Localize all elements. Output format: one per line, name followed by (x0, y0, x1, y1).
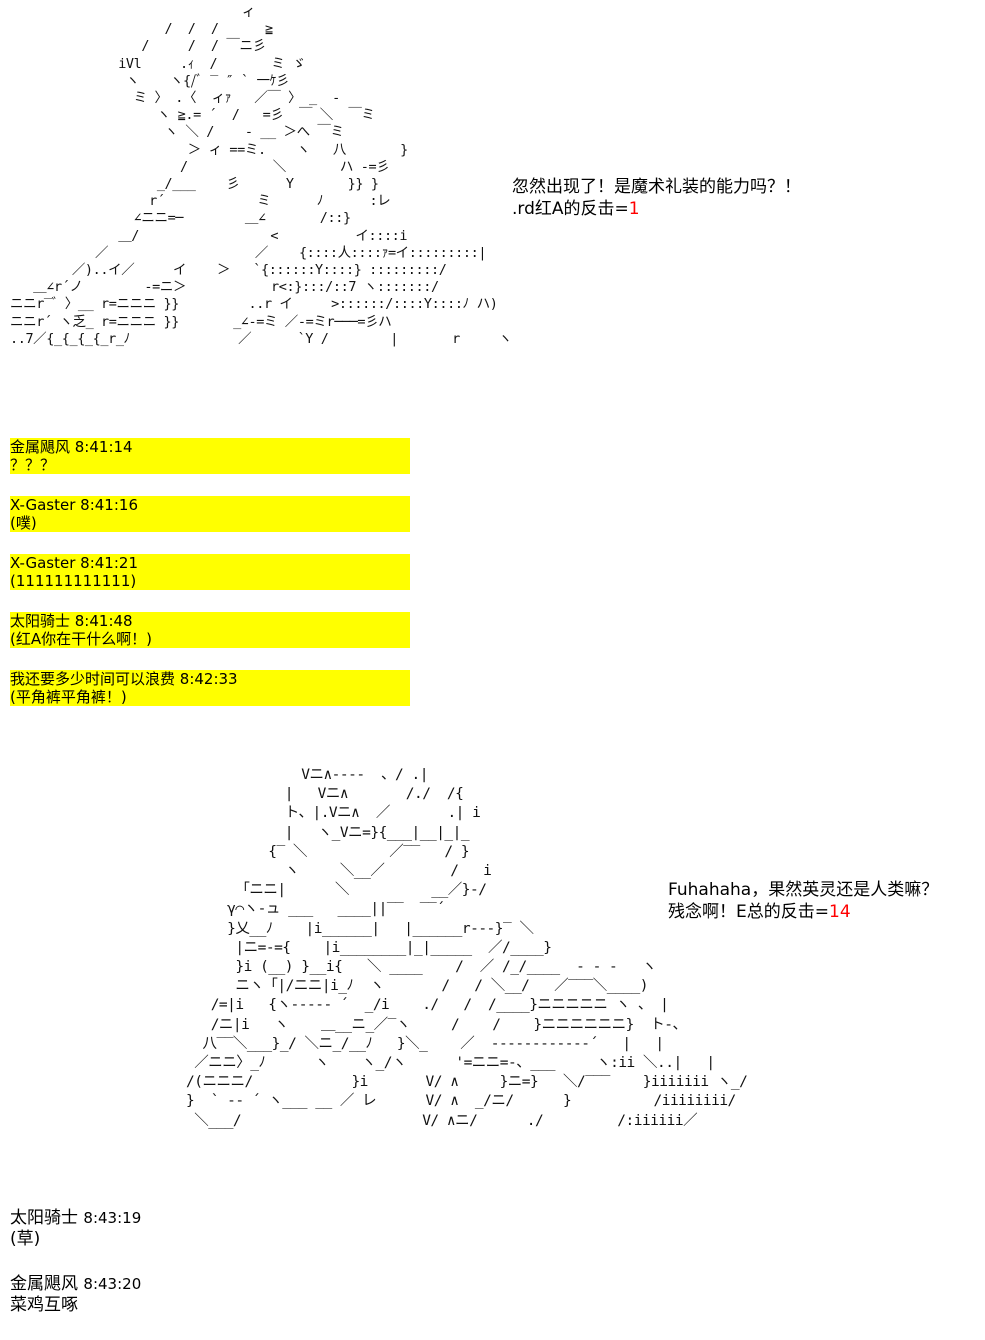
chat-log-plain: 太阳骑士 8:43:19 (草) 金属飓风 8:43:20 菜鸡互啄 (10, 1208, 410, 1340)
narration-line: 忽然出现了！是魔术礼装的能力吗？！ (512, 177, 801, 197)
counter-line: 残念啊！E总的反击=14 (668, 901, 938, 923)
chat-body: (草) (10, 1229, 41, 1249)
ascii-art-line: ヽ ヽ{/ﾞ ‾ ″ ` 一ｹ彡 (10, 72, 290, 89)
ascii-art-line: iVl .ｨ / ミ ゞ (10, 55, 306, 72)
chat-time: 8:43:20 (83, 1275, 142, 1293)
ascii-art-line: ィ (10, 4, 256, 20)
ascii-art-line: }乂__ﾉ |i______| |______r‐‐‐}‾ ＼ (186, 920, 534, 937)
ascii-art-line: / ＼ ハ ‐=彡 (10, 158, 390, 175)
narration-block-2: Fuhahaha，果然英灵还是人类嘛？ 残念啊！E总的反击=14 (668, 879, 938, 923)
chat-log-highlighted: 金属飓风 8:41:14 ？？？ X-Gaster 8:41:16 (噗) X-… (10, 438, 410, 728)
ascii-art-line: |ニ=‐={ |i________|_|_____ ／/____} (186, 939, 552, 956)
counter-label: 残念啊！E总的反击= (668, 902, 829, 922)
ascii-art-line: ＿/ < イ::::i (10, 227, 408, 244)
chat-body: (红A你在干什么啊！) (10, 630, 152, 648)
ascii-art-line: /(ニニニ/ }i V/ ∧ }ニ=} ＼/‾‾‾ }iiiiiii ヽ_/ (186, 1074, 748, 1091)
ascii-art-line: | Vニ∧ /./ /{ (186, 786, 464, 803)
ascii-art-line: ミ 〉 .〈 ィｧ ／￣ 〉 _ ‐ (10, 90, 341, 107)
counter-value: 1 (628, 199, 640, 219)
chat-message: 我还要多少时间可以浪费 8:42:33 (平角裤平角裤！) (10, 670, 410, 706)
chat-time: 8:43:19 (83, 1209, 142, 1227)
narration-block-1: 忽然出现了！是魔术礼装的能力吗？！ .rd红A的反击=1 (512, 176, 801, 220)
counter-label: .rd红A的反击= (512, 199, 629, 219)
chat-header: 金属飓风 8:41:14 (10, 438, 133, 456)
chat-message: 太阳骑士 8:43:19 (草) (10, 1208, 410, 1250)
ascii-art-red-archer: ィ / / / ≧ / / / ￣ニ彡 iVl .ｨ / ミ ゞ ヽ ヽ{/ﾞ … (10, 4, 512, 348)
chat-message: 太阳骑士 8:41:48 (红A你在干什么啊！) (10, 612, 410, 648)
ascii-art-line: ニニr´ ヽ乏_ r=ニニニ }} _∠‐=ミ ／‐=ミr───=彡ハ (10, 313, 392, 330)
ascii-art-line: ＿∠r´ノ ‐=ニ＞ r<:}:::/::7 ヽ:::::::/ (10, 279, 439, 296)
ascii-art-line: γ⌒ヽ‐ュ ___ ____||‾‾ ‾‾´ (186, 901, 445, 918)
chat-message: 金属飓风 8:41:14 ？？？ (10, 438, 410, 474)
ascii-art-line: ニニr‾゛〉__ r=ニニニ }} ..r イ >::::::/::::Y:::… (10, 296, 498, 313)
ascii-art-line: ∠ニニ=─ ＿∠ /::} (10, 210, 351, 227)
chat-header: X-Gaster 8:41:21 (10, 554, 138, 572)
ascii-art-line: /ニ|i ヽ ＿__ニ_／‾ヽ / / }ニニニニニニ} ト-、 (186, 1016, 687, 1033)
chat-body: ？？？ (10, 456, 56, 474)
ascii-art-line: ト、|.Vニ∧ ／ .| i (186, 805, 481, 822)
chat-body: 菜鸡互啄 (10, 1295, 78, 1315)
chat-name: 太阳骑士 (10, 1208, 78, 1228)
ascii-art-line: ＞ ィ ==ミ. ヽ 八 } (10, 141, 408, 158)
ascii-art-line: / / / ≧ (10, 21, 274, 38)
ascii-art-line: Vニ∧‐‐‐‐ 、/ .| (186, 767, 428, 783)
chat-name: 金属飓风 (10, 1274, 78, 1294)
ascii-art-line: ＼___/ V/ ∧ニ/ ./ /:iiiiii／ (186, 1112, 698, 1129)
chat-message: X-Gaster 8:41:16 (噗) (10, 496, 410, 532)
ascii-art-line: | ヽ_Vニ=}{___|__|_|_ (186, 824, 470, 841)
ascii-art-line: ／)..イ／ イ ＞ `{::::::Y::::} :::::::::/ (10, 262, 447, 279)
ascii-art-line: /=|i {ヽ‐‐‐‐‐ ´ _/i ./ / /____}ニニニニニ ヽ 、 … (186, 997, 669, 1014)
ascii-art-line: 「ニニ| ＼ __／}‐/ (186, 882, 487, 899)
ascii-art-line: ニヽ「|/ニニ|i_ﾉ ヽ / / ＼__/ ／‾‾‾＼____) (186, 978, 648, 995)
ascii-art-line: }i (__) }__i{ ＼ ____ / ／ /_/____ ‐ ‐ ‐ ヽ (186, 959, 656, 976)
ascii-art-line: ／ニニ〉_ﾉ ヽ ヽ_/ヽ '=ニニ=‐、___ ヽ:ii ＼..| | (186, 1055, 715, 1072)
chat-header: 太阳骑士 8:41:48 (10, 612, 133, 630)
ascii-art-line: / / / ￣ニ彡 (10, 38, 266, 55)
chat-header: X-Gaster 8:41:16 (10, 496, 138, 514)
ascii-art-line: } ` ‐‐ ´ ヽ___ __ ／ レ V/ ∧ _/ニ/ } /iiiiii… (186, 1093, 736, 1110)
chat-header: 我还要多少时间可以浪费 8:42:33 (10, 670, 238, 688)
chat-body: (111111111111) (10, 572, 137, 590)
chat-body: (噗) (10, 514, 37, 532)
chat-body: (平角裤平角裤！) (10, 688, 127, 706)
ascii-art-line: ヽ ＼__／ / i (186, 863, 492, 880)
ascii-art-line: _/___ 彡 Y }} } (10, 176, 379, 193)
ascii-art-line: ..7／{_{_{_{_r_ﾉ ／ `Y / | r ヽ (10, 330, 512, 347)
counter-line: .rd红A的反击=1 (512, 198, 801, 220)
ascii-art-line: ／ ／ {::::人::::ｧ=イ:::::::::| (10, 244, 487, 261)
narration-line: Fuhahaha，果然英灵还是人类嘛？ (668, 880, 939, 900)
chat-message: X-Gaster 8:41:21 (111111111111) (10, 554, 410, 590)
ascii-art-line: 八‾‾＼___}_/ ＼ニ_/__ﾉ }＼_ ／ ‐‐‐‐‐‐‐‐‐‐‐‐´ |… (186, 1035, 664, 1052)
ascii-art-line: {‾ ＼ ／‾‾ / } (186, 843, 470, 860)
ascii-art-armored-figure: Vニ∧‐‐‐‐ 、/ .| | Vニ∧ /./ /{ ト、|.Vニ∧ ／ .| … (186, 766, 748, 1131)
counter-value: 14 (829, 902, 851, 922)
ascii-art-line: ヽ ＼ / ‐ __ ＞へ ￣ミ (10, 124, 344, 141)
ascii-art-line: r´ ミ ﾉ :レ (10, 193, 391, 210)
chat-message: 金属飓风 8:43:20 菜鸡互啄 (10, 1274, 410, 1316)
ascii-art-line: ヽ ≧.= ´ / =彡 ￣ ＼ ￣ミ (10, 107, 375, 124)
